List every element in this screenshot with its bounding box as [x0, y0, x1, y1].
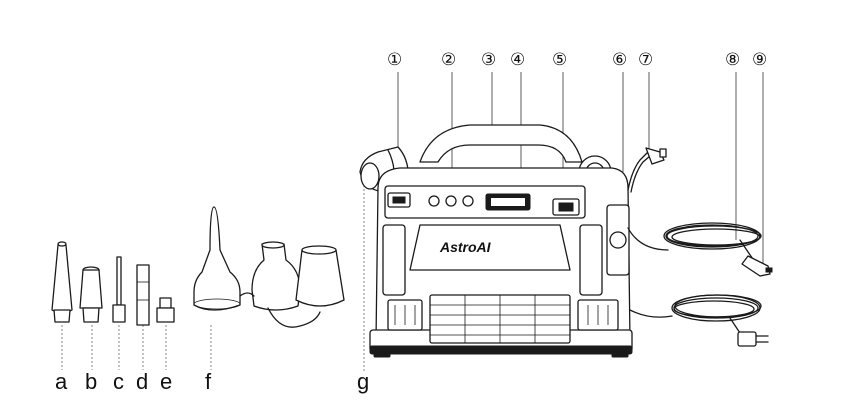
wall-plug: [737, 331, 769, 347]
brand-logo: AstroAI: [439, 239, 492, 255]
nozzle-a: [51, 241, 73, 323]
nozzle-e: [156, 297, 175, 323]
callout-1: ①: [387, 50, 402, 70]
air-compressor-unit: AstroAI: [359, 124, 633, 358]
label-f: f: [205, 369, 212, 394]
dc-power-cord: [627, 222, 773, 277]
callout-9: ⑨: [752, 50, 767, 70]
callout-6: ⑥: [612, 50, 627, 70]
label-b: b: [85, 369, 97, 394]
label-a: a: [55, 369, 68, 394]
button-1: [428, 195, 440, 207]
label-c: c: [113, 369, 124, 394]
callout-8: ⑧: [725, 50, 740, 70]
callout-5: ⑤: [552, 50, 567, 70]
nozzle-d: [136, 264, 150, 326]
label-d: d: [136, 369, 148, 394]
callout-7: ⑦: [638, 50, 653, 70]
button-3: [462, 195, 474, 207]
nozzle-c: [112, 256, 126, 323]
callout-3: ③: [481, 50, 496, 70]
button-2: [445, 195, 457, 207]
callout-2: ②: [441, 50, 456, 70]
air-hose-chuck: [627, 147, 667, 193]
label-g: g: [357, 369, 369, 394]
ac-power-cord: [629, 294, 769, 347]
car-plug: [741, 255, 773, 277]
label-e: e: [160, 369, 172, 394]
nozzle-b: [79, 266, 103, 323]
callout-4: ④: [510, 50, 525, 70]
adapter-set-f: [193, 206, 345, 328]
